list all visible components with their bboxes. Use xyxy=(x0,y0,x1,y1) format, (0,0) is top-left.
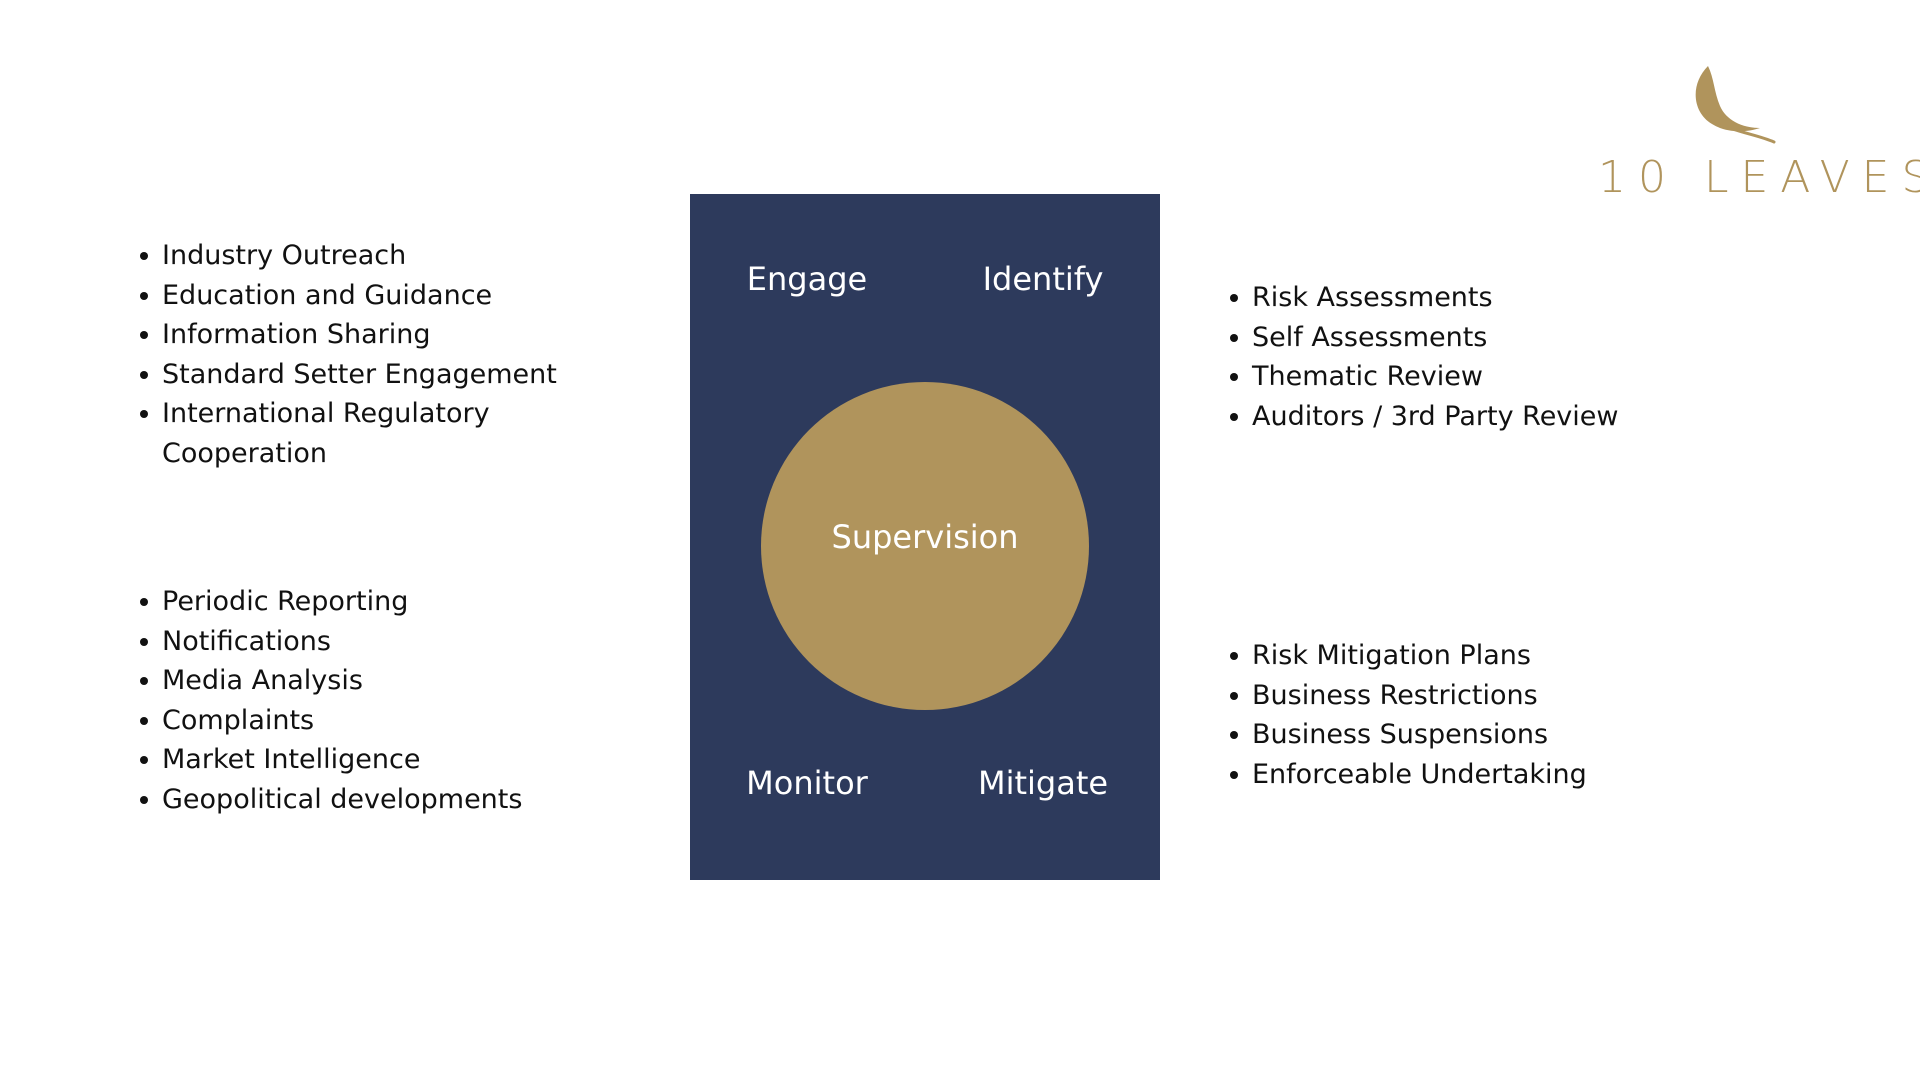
list-item: Business Restrictions xyxy=(1230,676,1587,716)
engage-list: Industry Outreach Education and Guidance… xyxy=(134,236,557,473)
list-item: Risk Mitigation Plans xyxy=(1230,636,1587,676)
quadrant-label-monitor: Monitor xyxy=(746,764,868,802)
supervision-label: Supervision xyxy=(831,518,1019,556)
list-item: Business Suspensions xyxy=(1230,715,1587,755)
list-item: Media Analysis xyxy=(139,661,522,701)
quadrant-label-mitigate: Mitigate xyxy=(977,764,1109,802)
mitigate-list: Risk Mitigation Plans Business Restricti… xyxy=(1224,636,1587,794)
list-item: Complaints xyxy=(139,701,522,741)
quadrant-label-engage: Engage xyxy=(746,260,868,298)
list-item: Enforceable Undertaking xyxy=(1230,755,1587,795)
list-item: Geopolitical developments xyxy=(139,780,522,820)
supervision-circle: Supervision xyxy=(761,382,1089,710)
list-item: Periodic Reporting xyxy=(139,582,522,622)
list-item: Market Intelligence xyxy=(139,740,522,780)
monitor-list: Periodic Reporting Notifications Media A… xyxy=(134,582,522,819)
list-item: Self Assessments xyxy=(1229,318,1618,358)
list-item-continuation: Cooperation xyxy=(162,437,328,469)
list-item: Industry Outreach xyxy=(140,236,557,276)
list-item: Notifications xyxy=(139,622,522,662)
leaf-icon xyxy=(1695,66,1776,144)
list-item: Education and Guidance xyxy=(140,276,557,316)
logo: 10 LEAVES xyxy=(1598,62,1920,203)
logo-text: 10 LEAVES xyxy=(1598,152,1920,203)
list-item: Standard Setter Engagement xyxy=(140,355,557,395)
list-item: Thematic Review xyxy=(1229,357,1618,397)
identify-list: Risk Assessments Self Assessments Themat… xyxy=(1224,278,1618,436)
supervision-panel: Engage Identify Supervision Monitor Miti… xyxy=(690,194,1160,880)
list-item: Auditors / 3rd Party Review xyxy=(1229,397,1618,437)
quadrant-label-identify: Identify xyxy=(982,260,1104,298)
list-item: International Regulatory xyxy=(140,394,557,434)
list-item: Information Sharing xyxy=(140,315,557,355)
list-item: Risk Assessments xyxy=(1229,278,1618,318)
